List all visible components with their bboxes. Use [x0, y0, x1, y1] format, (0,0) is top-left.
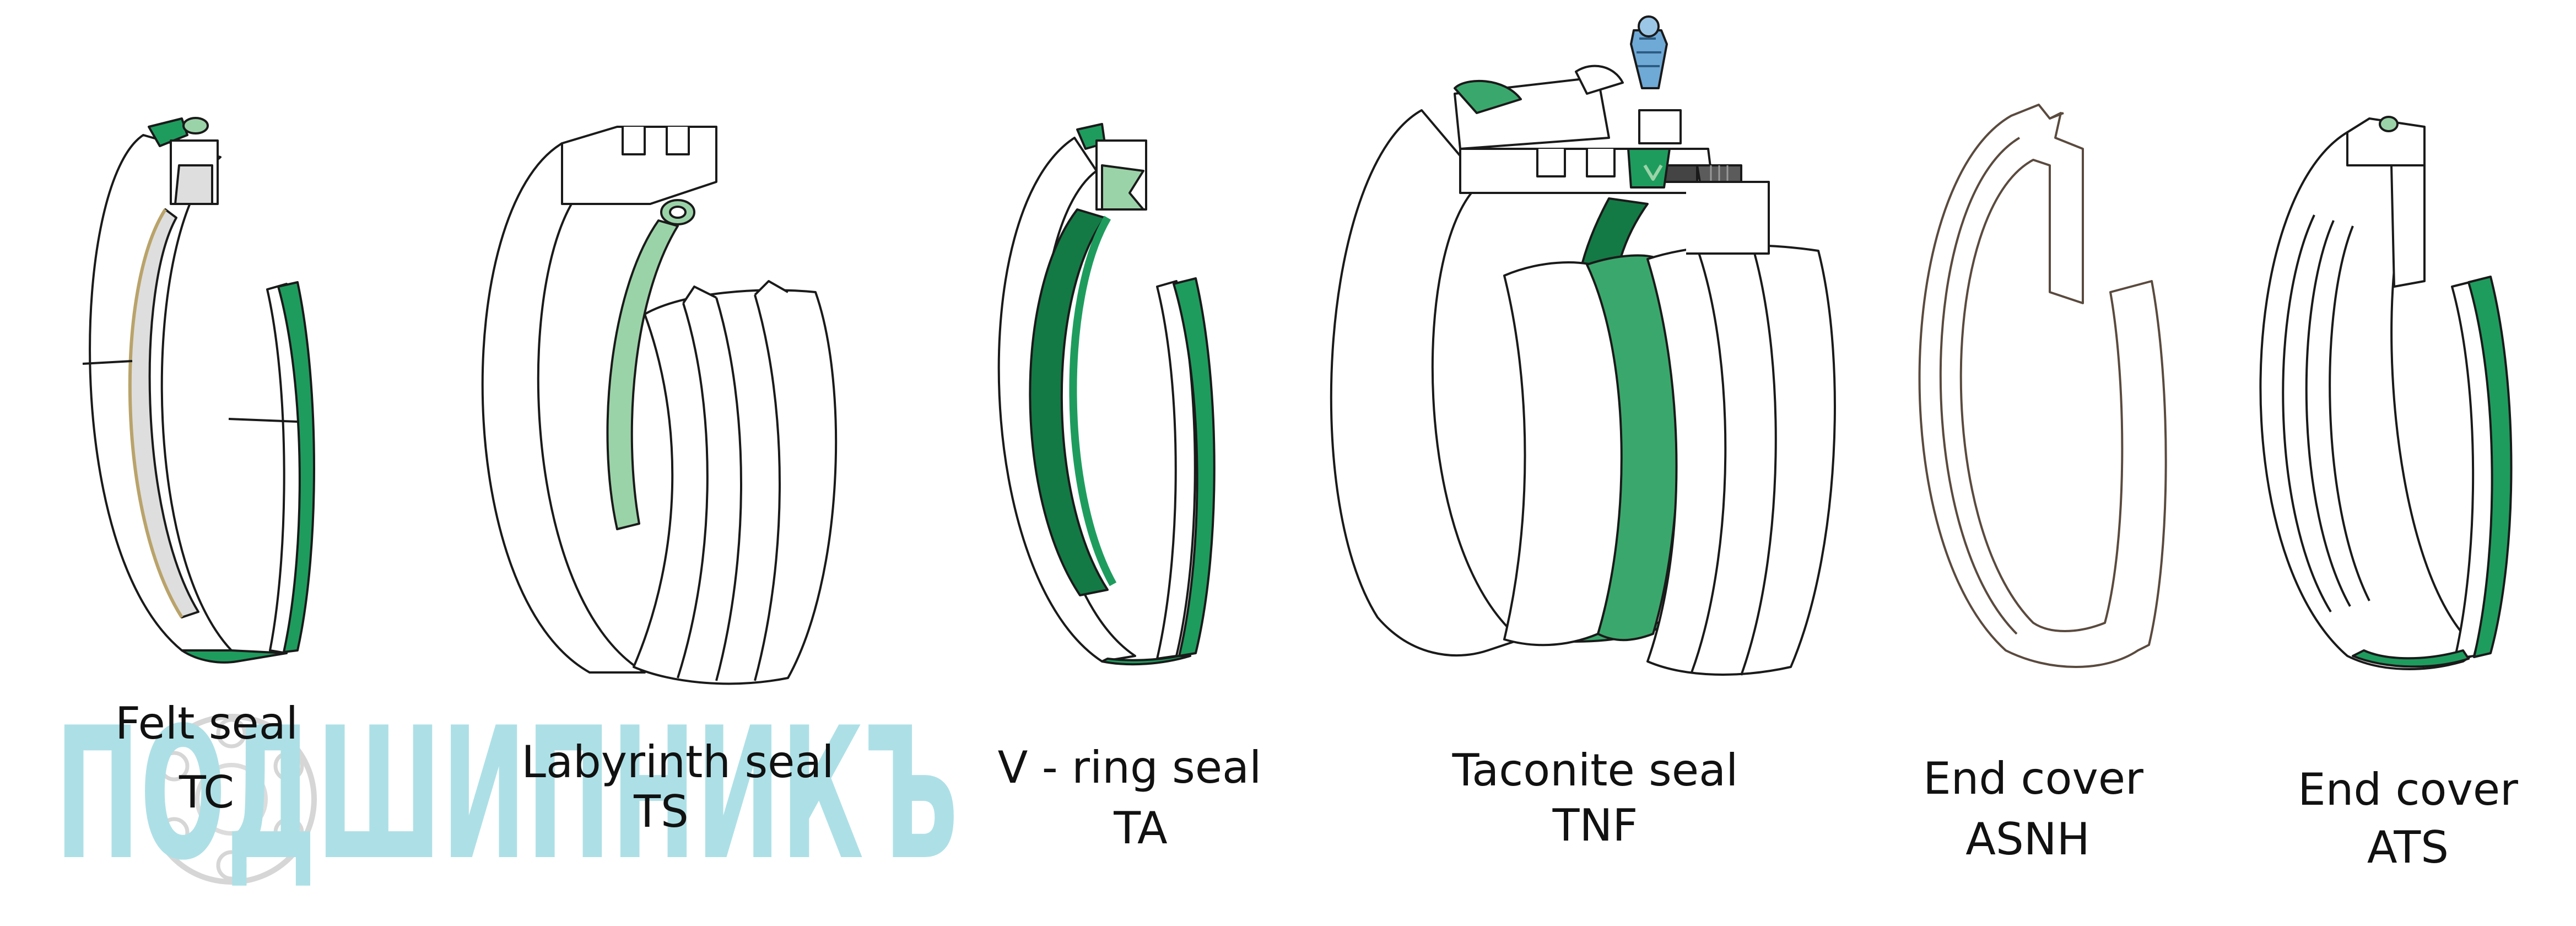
seal-name-6: End cover [2298, 764, 2518, 815]
seal-code-5: ASNH [1965, 814, 2090, 865]
bearing-logo-icon [146, 714, 317, 885]
watermark-text: ПОДШИПНИКЪ [55, 688, 959, 900]
seal-code-1: TC [179, 767, 234, 818]
seal-code-2: TS [633, 786, 689, 837]
seal-name-1: Felt seal [115, 698, 298, 749]
seal-code-4: TNF [1552, 800, 1638, 851]
v-ring-seal-ta-drawing [997, 123, 1216, 666]
labyrinth-seal-ts-drawing [481, 126, 838, 685]
end-cover-ats-drawing [2259, 116, 2513, 670]
seal-code-6: ATS [2367, 822, 2449, 873]
felt-seal-tc-drawing [82, 117, 315, 664]
labels: Felt seal TC Labyrinth seal TS V - ring … [115, 698, 2518, 873]
seal-code-3: TA [1113, 803, 1168, 854]
end-cover-asnh-drawing [1918, 104, 2167, 668]
grease-fitting-icon [1630, 15, 1668, 89]
taconite-seal-tnf-drawing [1330, 15, 1836, 676]
watermark: ПОДШИПНИКЪ [55, 688, 959, 900]
seal-name-5: End cover [1923, 753, 2143, 804]
seal-name-4: Taconite seal [1452, 745, 1738, 796]
seal-name-3: V - ring seal [998, 742, 1262, 793]
seal-name-2: Labyrinth seal [521, 736, 834, 788]
